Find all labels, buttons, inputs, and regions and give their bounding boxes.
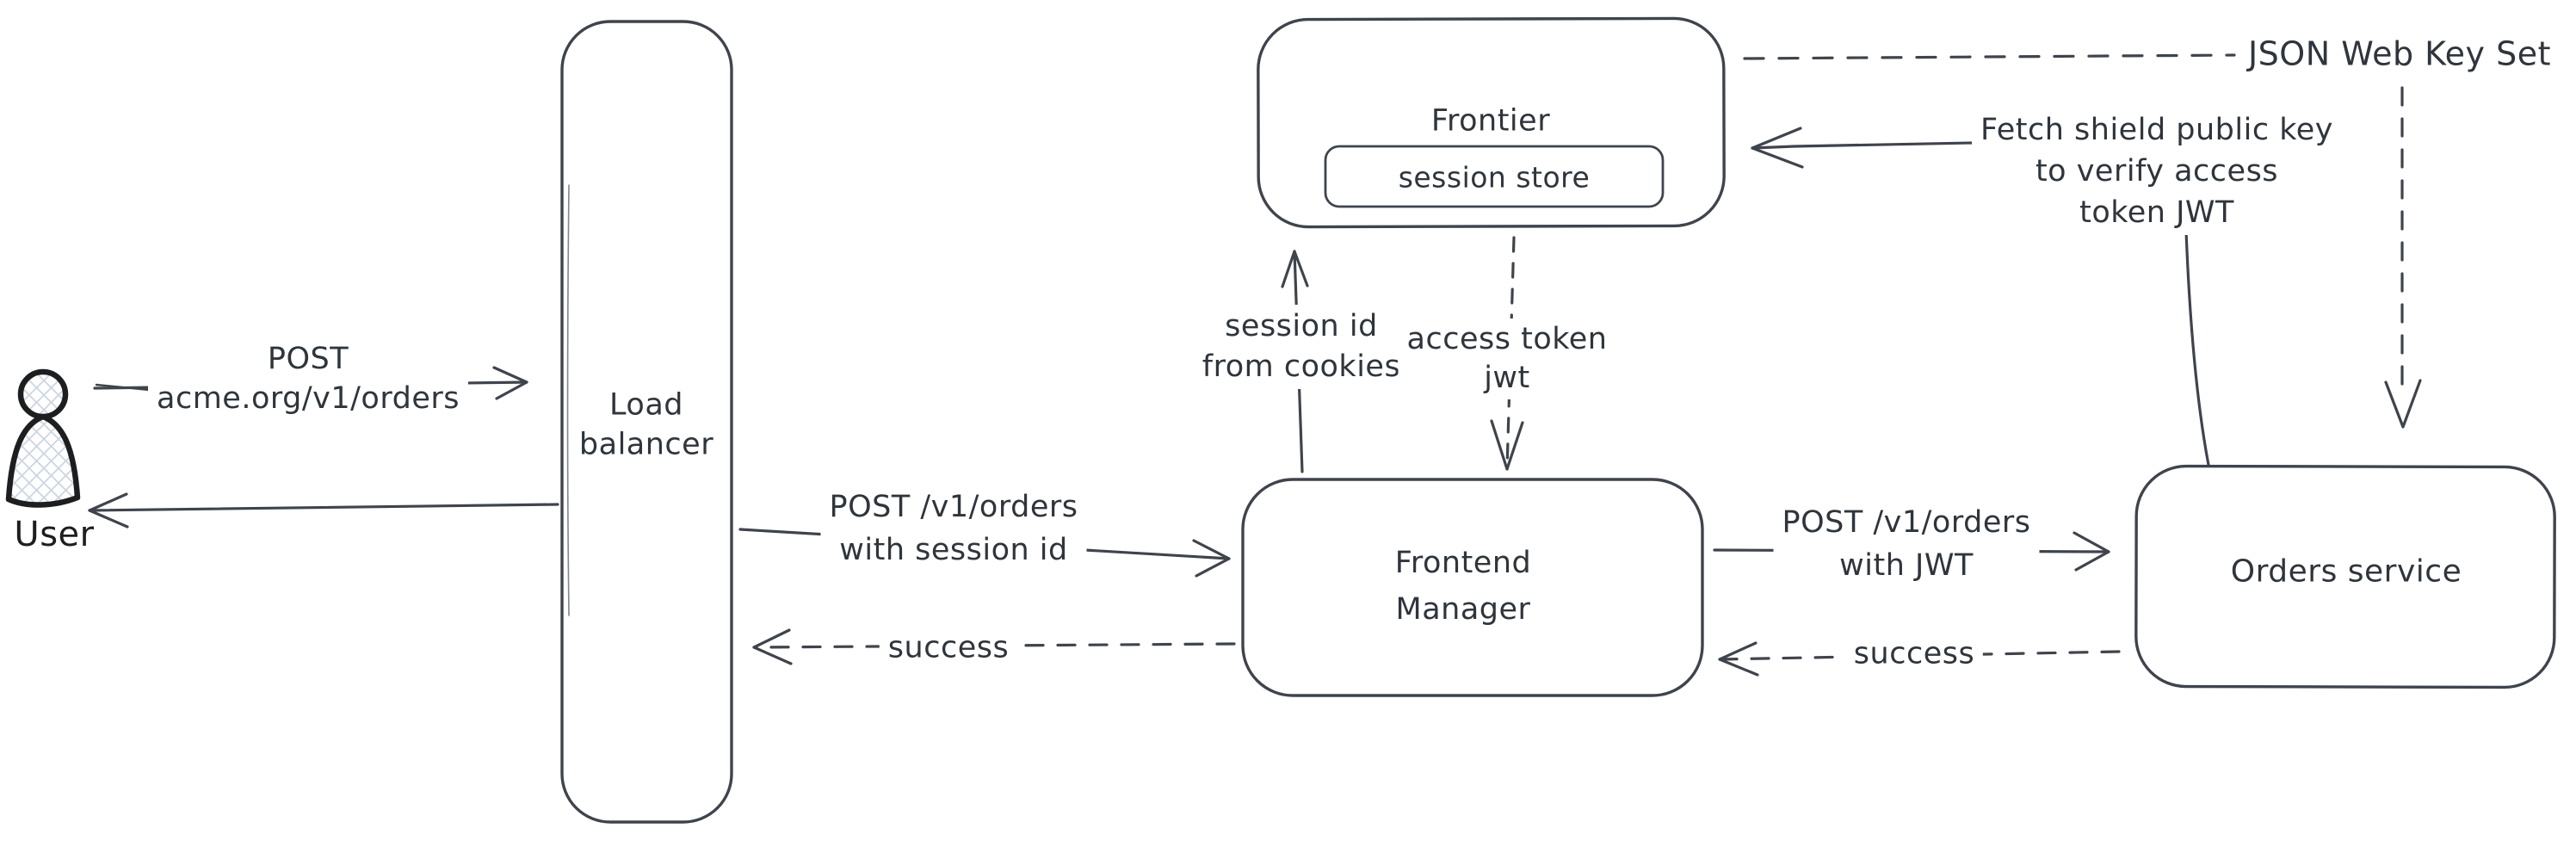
load-balancer-label: Load balancer	[579, 386, 713, 465]
edge-label-fetch-key-line3: token JWT	[2079, 195, 2234, 230]
edge-label-post-acme-line2: acme.org/v1/orders	[157, 381, 460, 416]
frontier-label: Frontier	[1430, 103, 1551, 139]
load-balancer-box	[560, 20, 733, 824]
orders-service-box	[2134, 464, 2556, 689]
arrow-load-balancer-to-user	[88, 492, 559, 529]
edge-label-post-session: POST /v1/orders with session id	[820, 484, 1087, 573]
frontend-manager-box	[1241, 478, 1704, 697]
edge-label-access-token-line2: jwt	[1484, 361, 1530, 395]
edge-label-post-jwt-line1: POST /v1/orders	[1782, 505, 2031, 540]
frontend-manager-label: Frontend Manager	[1395, 540, 1531, 633]
load-balancer-sketch-line	[566, 184, 570, 616]
user-icon	[5, 368, 81, 508]
edge-label-fetch-key: Fetch shield public key to verify access…	[1972, 108, 2342, 235]
load-balancer-label-line2: balancer	[578, 427, 714, 461]
edge-label-success-left: success	[879, 627, 1018, 670]
edge-label-success-right: success	[1844, 633, 1984, 676]
edge-label-post-jwt-line2: with JWT	[1839, 548, 1974, 583]
edge-label-session-id-line1: session id	[1225, 309, 1378, 343]
edge-label-post-jwt: POST /v1/orders with JWT	[1773, 499, 2040, 589]
edge-label-post-session-line1: POST /v1/orders	[829, 490, 1078, 524]
frontend-manager-label-line1: Frontend	[1394, 546, 1532, 580]
session-store-label: session store	[1398, 160, 1591, 195]
edge-label-fetch-key-line1: Fetch shield public key	[1980, 113, 2333, 147]
edge-label-fetch-key-line2: to verify access	[2035, 154, 2279, 189]
edge-label-session-id-line2: from cookies	[1202, 349, 1401, 384]
user-label: User	[14, 515, 95, 554]
edge-label-access-token-line1: access token	[1406, 322, 1608, 356]
edge-label-post-session-line2: with session id	[839, 533, 1068, 567]
session-store-box	[1324, 145, 1665, 208]
user-icon-head	[17, 368, 69, 420]
frontend-manager-label-line2: Manager	[1395, 592, 1531, 627]
edge-label-session-id: session id from cookies	[1193, 305, 1410, 389]
arrow-jwks-to-orders-service	[2384, 86, 2422, 429]
orders-service-label: Orders service	[2230, 553, 2462, 590]
load-balancer-label-line1: Load	[609, 387, 683, 423]
edge-label-access-token: access token jwt	[1398, 318, 1616, 399]
jwks-label: JSON Web Key Set	[2247, 34, 2552, 73]
user-icon-body	[5, 413, 81, 508]
line-jwks-to-frontier	[1743, 53, 2236, 60]
edge-label-post-acme-line1: POST	[267, 342, 349, 376]
edge-label-post-acme: POST acme.org/v1/orders	[148, 337, 468, 420]
